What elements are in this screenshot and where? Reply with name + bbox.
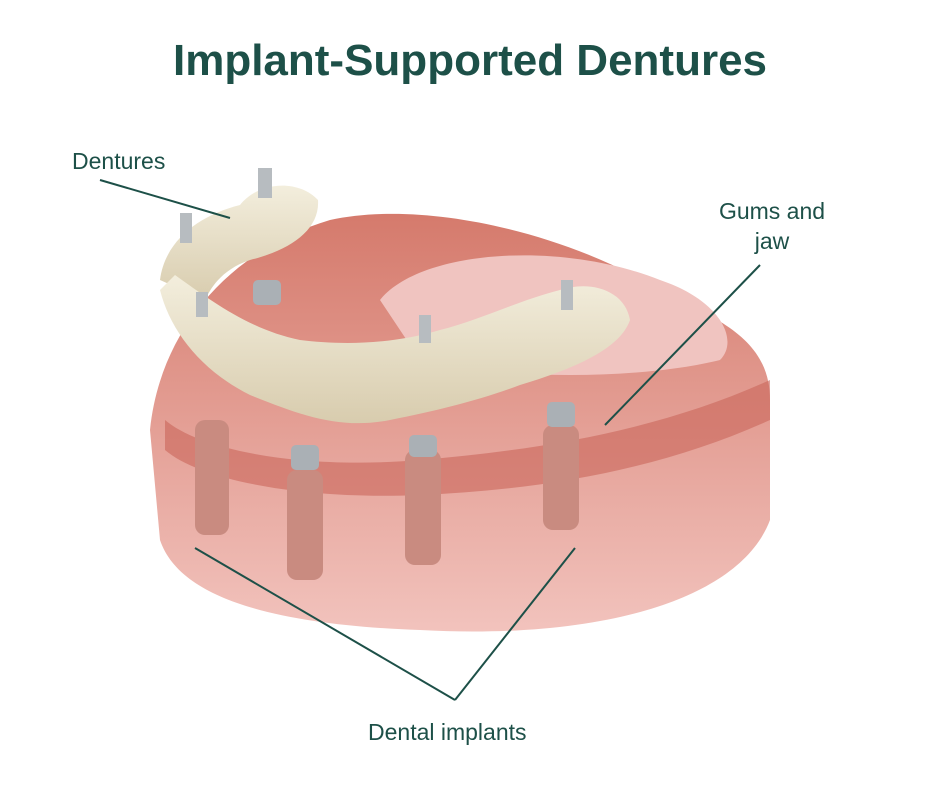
dental-implants [195, 280, 579, 580]
label-dental-implants: Dental implants [368, 719, 527, 745]
label-gums-line1: Gums and [718, 198, 826, 224]
dentures-pointer-line [99, 179, 231, 219]
diagram-title: Implant-Supported Dentures [172, 36, 768, 85]
gums-pointer-line [604, 264, 761, 426]
label-gums-line2: jaw [754, 228, 790, 254]
label-dentures: Dentures [72, 148, 166, 174]
implants-pointer-line-left [194, 547, 456, 701]
denture-teeth [160, 168, 630, 424]
jaw-and-gums [150, 213, 770, 632]
implants-pointer-line-right [454, 547, 576, 701]
label-gums-and-jaw: Gums and jaw [710, 196, 834, 256]
